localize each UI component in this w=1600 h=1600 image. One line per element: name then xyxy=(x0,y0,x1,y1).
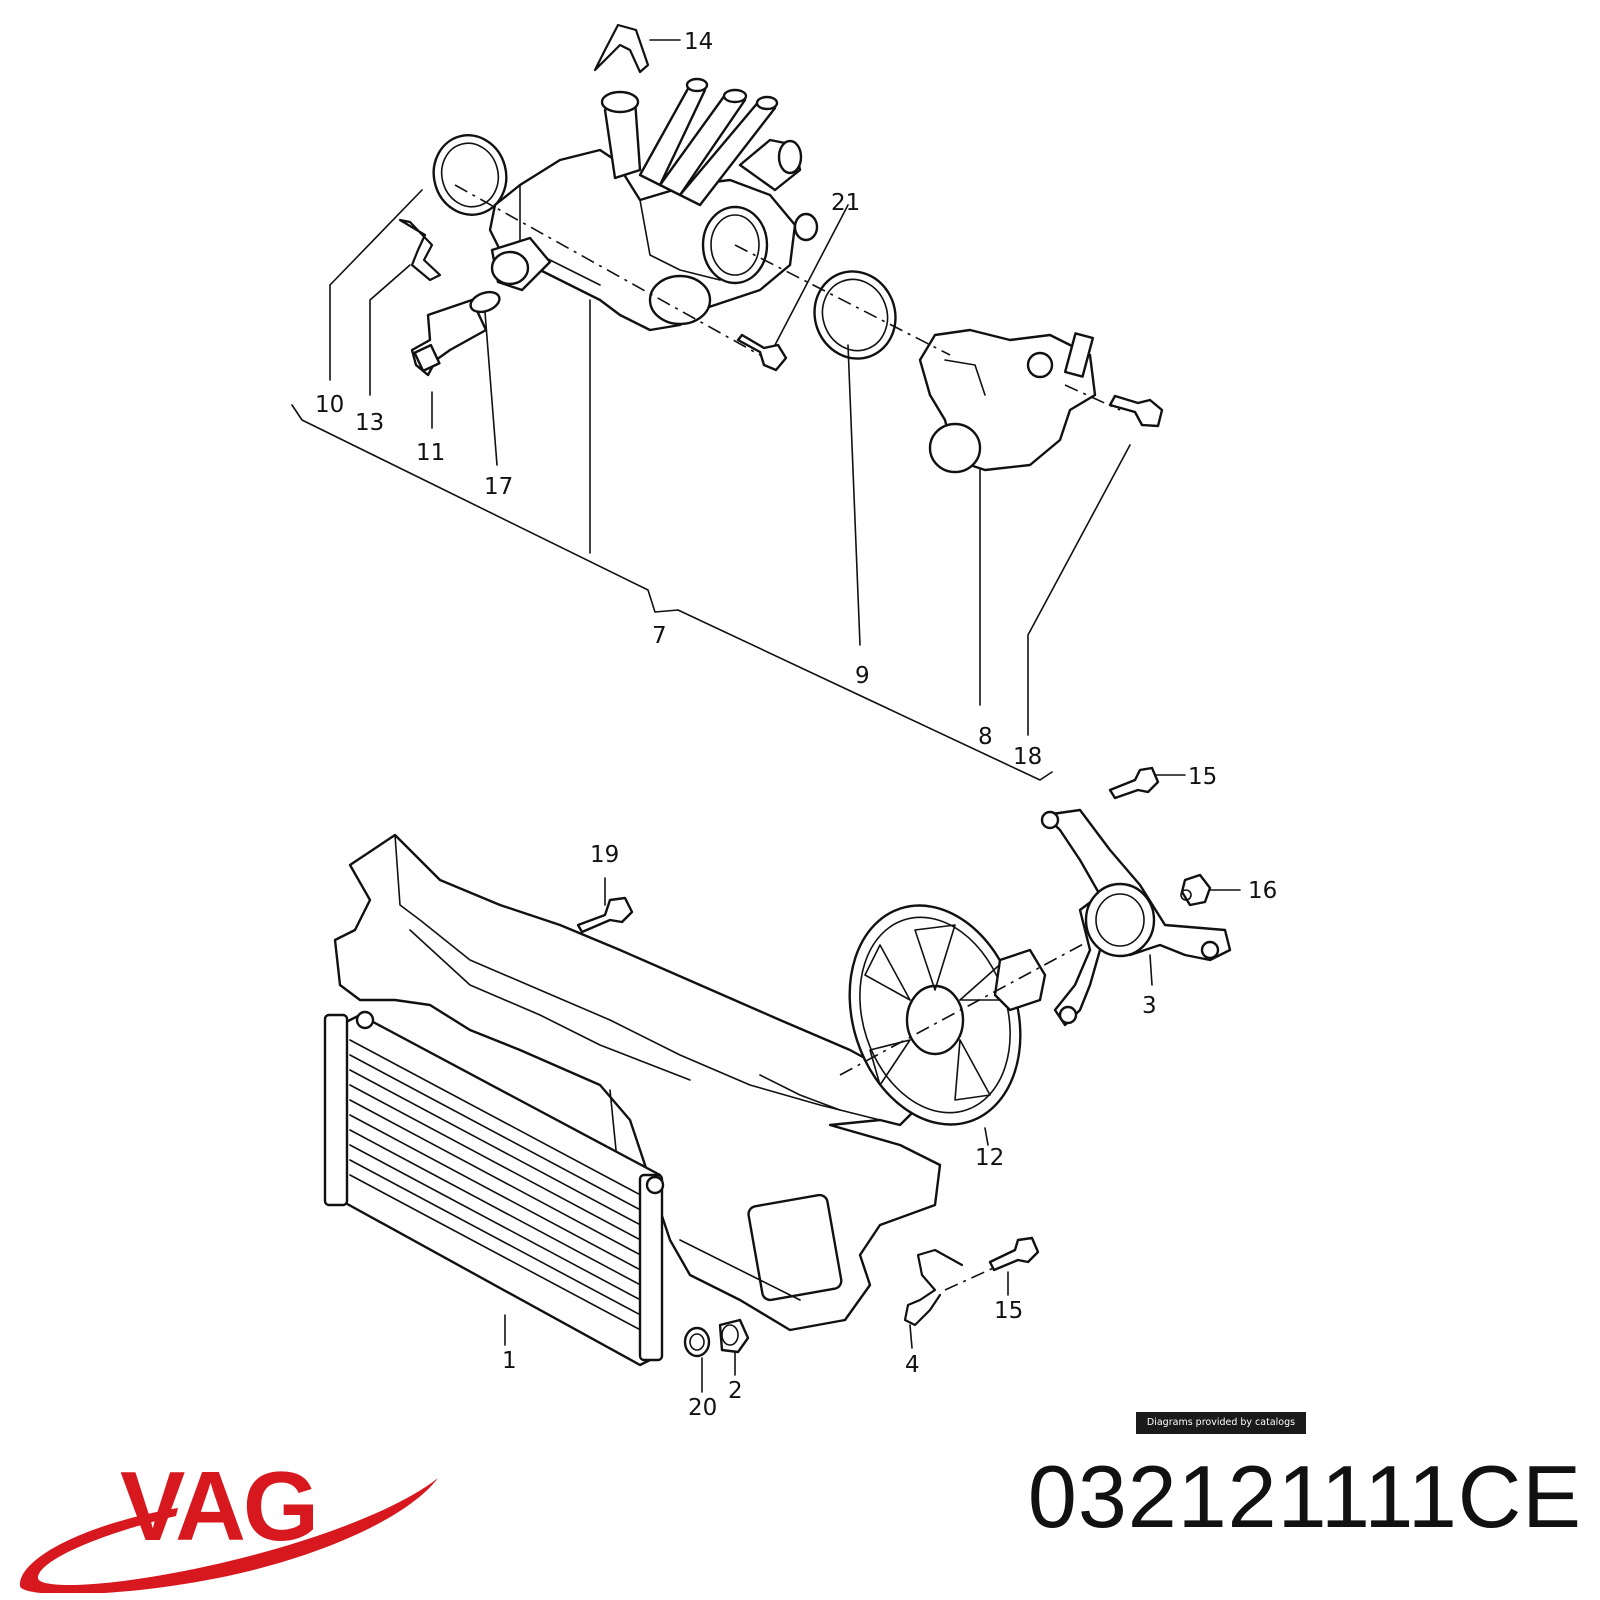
callout-15a: 15 xyxy=(1188,764,1217,790)
callout-13: 13 xyxy=(355,410,384,436)
logo-swoosh xyxy=(19,1478,438,1593)
radiator-fins xyxy=(349,1039,651,1336)
o-ring-9 xyxy=(813,270,897,360)
part-number: 032121111CE xyxy=(1027,1447,1582,1546)
washer-17 xyxy=(469,290,501,314)
clip-4 xyxy=(903,1248,964,1327)
callout-12: 12 xyxy=(975,1145,1004,1171)
bolt-15-top xyxy=(1108,766,1160,800)
radiator-fan-assembly xyxy=(323,766,1241,1393)
callout-14: 14 xyxy=(684,29,713,55)
bolt-19 xyxy=(576,896,634,934)
callout-20: 20 xyxy=(688,1395,717,1421)
callout-4: 4 xyxy=(905,1352,920,1378)
bolt-15-bottom xyxy=(988,1236,1040,1272)
callout-19: 19 xyxy=(590,842,619,868)
callout-3: 3 xyxy=(1142,993,1157,1019)
drain-plug-2 xyxy=(718,1318,750,1354)
o-ring-10 xyxy=(432,134,508,216)
radiator-right-tank xyxy=(638,1173,664,1362)
clip-13 xyxy=(398,218,442,282)
diagram-credit: Diagrams provided by catalogs parts xyxy=(1136,1412,1306,1450)
callout-17: 17 xyxy=(484,474,513,500)
callout-labels: 14 21 10 13 11 17 7 9 8 18 15 19 16 3 12… xyxy=(315,29,1277,1421)
callout-7: 7 xyxy=(652,623,667,649)
bolt-18 xyxy=(1108,394,1164,428)
fan-blades xyxy=(864,924,1011,1101)
callout-16: 16 xyxy=(1248,878,1277,904)
logo-text: VAG xyxy=(120,1451,316,1561)
callout-11: 11 xyxy=(416,440,445,466)
callout-9: 9 xyxy=(855,663,870,689)
coolant-flange-assembly xyxy=(291,23,1164,781)
callout-1: 1 xyxy=(502,1348,517,1374)
fan-motor xyxy=(993,948,1047,1012)
bolt-21 xyxy=(736,333,788,372)
fan-hub xyxy=(905,984,965,1056)
seal-ring-20 xyxy=(683,1326,711,1358)
callout-18: 18 xyxy=(1013,744,1042,770)
lock-carrier-box xyxy=(747,1193,843,1302)
flange-lower-port xyxy=(648,274,712,326)
callout-8: 8 xyxy=(978,724,993,750)
flange-body xyxy=(488,148,797,332)
clip-14 xyxy=(593,23,650,74)
callout-10: 10 xyxy=(315,392,344,418)
callout-15b: 15 xyxy=(994,1298,1023,1324)
callout-21: 21 xyxy=(831,190,860,216)
callout-2: 2 xyxy=(728,1378,743,1404)
vag-logo: VAG xyxy=(19,1451,438,1593)
radiator-left-tank xyxy=(323,1013,349,1207)
